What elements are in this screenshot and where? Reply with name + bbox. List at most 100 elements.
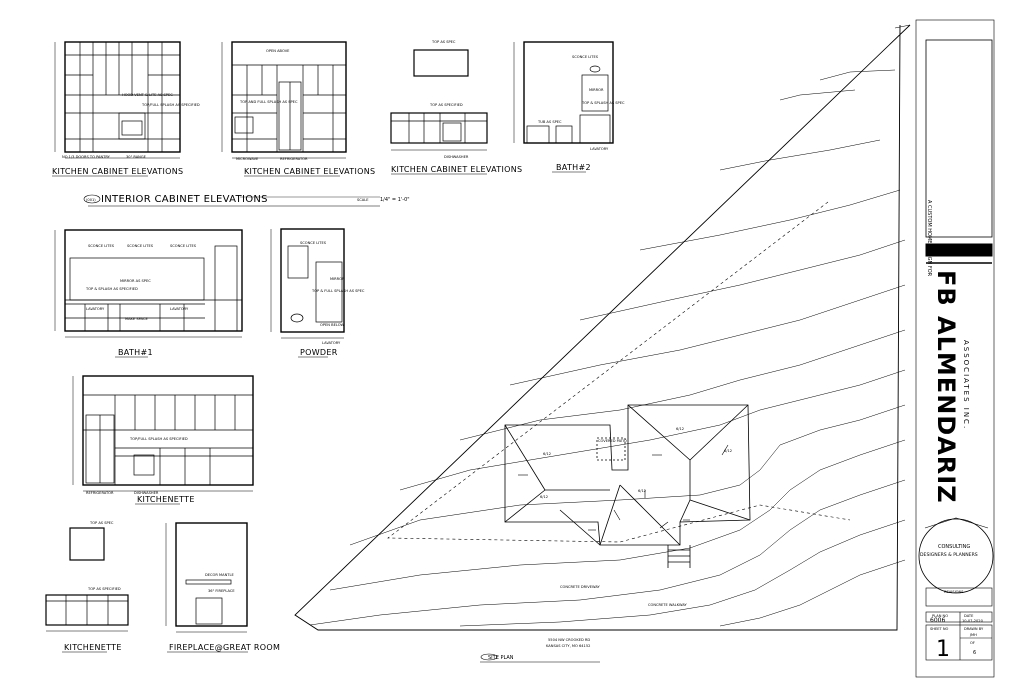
scale-label: SCALE xyxy=(357,198,369,202)
house-footprint xyxy=(504,404,751,568)
kitchen-1-note-hood: HOOD VENT & LITE AS SPEC xyxy=(122,93,173,97)
bath-1-note-mirror: MIRROR AS SPEC xyxy=(120,279,151,283)
bath-1-note-make-space: MAKE SPACE xyxy=(125,317,148,321)
address-line-2: KANSAS CITY, MO 64152 xyxy=(546,644,590,648)
plan-no-value: 6006 xyxy=(930,617,945,624)
revisions-label: REVISIONS xyxy=(944,590,964,594)
section-tag: (001) xyxy=(86,198,96,202)
scale-value: 1/4" = 1'-0" xyxy=(380,197,410,203)
fireplace-title: FIREPLACE@GREAT ROOM xyxy=(169,643,280,652)
pitch-label-1: 6/12 xyxy=(543,452,551,456)
fireplace-note-mantle: DECOR MANTLE xyxy=(205,573,234,577)
kitchenette-2-title: KITCHENETTE xyxy=(64,643,122,652)
pitch-label-5: 6/12 xyxy=(638,489,646,493)
kitchen-3-note-dishwasher: DISHWASHER xyxy=(444,155,469,159)
powder-note-lavatory: LAVATORY xyxy=(322,341,341,345)
bath-1-note-sconce-2: SCONCE LITES xyxy=(127,244,154,248)
drawn-by-value: JMH xyxy=(969,633,977,637)
pitch-arrows xyxy=(518,444,729,531)
kitchenette-1-elevation xyxy=(72,375,254,492)
contour-line xyxy=(349,404,906,546)
project-for-label: A CUSTOM HOME DESIGN FOR xyxy=(926,200,932,277)
kitchen-elevation-1 xyxy=(54,41,181,159)
contour-line xyxy=(719,559,906,627)
covered-patio-label: COVERED PATIO xyxy=(598,439,627,443)
kitchen-elevation-2-title: KITCHEN CABINET ELEVATIONS xyxy=(244,167,375,176)
contour-line xyxy=(579,239,906,321)
designers-planners-label: DESIGNERS & PLANNERS xyxy=(920,552,978,558)
bath-1-note-sconce-1: SCONCE LITES xyxy=(88,244,115,248)
contour-line xyxy=(779,89,856,101)
bath-2-elevation xyxy=(513,41,614,144)
kitchen-elevation-3 xyxy=(390,49,488,151)
bath-1-title: BATH#1 xyxy=(118,348,153,357)
kitchenette-2-note-specified: TOP AS SPECIFIED xyxy=(87,587,121,591)
contour-line xyxy=(329,439,906,591)
drawn-by-label: DRAWN BY xyxy=(964,627,984,631)
kitchenette-2-elevation xyxy=(45,527,129,632)
bath-1-note-sconce-3: SCONCE LITES xyxy=(170,244,197,248)
date-value: 10-07-2020 xyxy=(962,619,984,623)
contour-line xyxy=(509,284,906,386)
kitchen-3-note-specified: TOP AS SPECIFIED xyxy=(429,103,463,107)
kitchen-2-note-splash: TOP AND FULL SPLASH AS SPEC xyxy=(239,100,298,104)
contour-line xyxy=(309,479,906,626)
firm-logo: FB ALMENDARIZ xyxy=(932,270,960,504)
topographic-contours xyxy=(309,69,906,627)
kitchen-3-note-top: TOP AS SPEC xyxy=(431,40,456,44)
bath-2-note-tub: TUB AS SPEC xyxy=(537,120,562,124)
site-plan-title: SITE PLAN xyxy=(488,655,514,661)
bath-1-note-splash: TOP & SPLASH AS SPECIFIED xyxy=(85,287,138,291)
site-plan xyxy=(294,24,911,631)
section-title-block: (001) INTERIOR CABINET ELEVATIONS SCALE … xyxy=(83,194,410,207)
firm-subtitle: ASSOCIATES INC. xyxy=(962,340,970,430)
powder-note-open: OPEN BELOW xyxy=(320,323,345,327)
title-block xyxy=(915,19,995,678)
sheet-no-label: SHEET NO xyxy=(930,627,949,631)
kitchen-elevation-1-title: KITCHEN CABINET ELEVATIONS xyxy=(52,167,183,176)
kitchen-2-note-fridge: REFRIGERATOR xyxy=(280,157,308,161)
section-title: INTERIOR CABINET ELEVATIONS xyxy=(101,194,268,205)
powder-note-sconce: SCONCE LITES xyxy=(300,241,327,245)
powder-elevation xyxy=(270,228,345,339)
bath-2-title: BATH#2 xyxy=(556,163,591,172)
fireplace-elevation xyxy=(165,522,248,633)
contour-line xyxy=(399,369,906,491)
sheet-no-value: 1 xyxy=(936,637,950,662)
kitchen-2-note-open: OPEN ABOVE xyxy=(266,49,290,53)
fireplace-note-fireplace: 36" FIREPLACE xyxy=(208,589,235,593)
kitchen-elevation-3-title: KITCHEN CABINET ELEVATIONS xyxy=(391,165,522,174)
consulting-label: CONSULTING xyxy=(938,544,970,550)
contour-line xyxy=(459,329,906,441)
bath-1-note-lav-2: LAVATORY xyxy=(170,307,189,311)
pitch-label-2: 6/12 xyxy=(676,427,684,431)
bath-2-note-lavatory: LAVATORY xyxy=(590,147,609,151)
walkway-label: CONCRETE WALKWAY xyxy=(648,603,687,607)
bath-2-note-splash: TOP & SPLASH AS SPEC xyxy=(581,101,625,105)
powder-note-splash: TOP & FULL SPLASH AS SPEC xyxy=(311,289,365,293)
bath-2-note-sconce: SCONCE LITES xyxy=(572,55,599,59)
date-label: DATE xyxy=(964,614,974,618)
address-line-1: 5504 NW CROOKED RD xyxy=(548,638,590,642)
kitchenette-1-note-fridge: REFRIGERATOR xyxy=(86,491,114,495)
kitchen-2-note-microwave: MICROWAVE xyxy=(236,157,259,161)
contour-line xyxy=(459,519,906,627)
kitchen-1-note-splash: TOP/FULL SPLASH AS SPECIFIED xyxy=(141,103,200,107)
contour-line xyxy=(819,69,896,81)
contour-line xyxy=(639,189,901,251)
total-sheets-value: 6 xyxy=(973,650,976,656)
powder-note-mirror: MIRROR xyxy=(330,277,345,281)
kitchenette-1-title: KITCHENETTE xyxy=(137,495,195,504)
plan-no-label: PLAN NO xyxy=(932,614,948,618)
kitchenette-1-note-splash: TOP/FULL SPLASH AS SPECIFIED xyxy=(129,437,188,441)
kitchenette-2-note-top: TOP AS SPEC xyxy=(89,521,114,525)
driveway-label: CONCRETE DRIVEWAY xyxy=(560,585,601,589)
powder-title: POWDER xyxy=(300,348,338,357)
contour-line xyxy=(719,139,881,171)
kitchenette-1-note-dw: DISHWASHER xyxy=(134,491,159,495)
pitch-label-4: 6/12 xyxy=(724,449,732,453)
kitchen-1-note-pantry: NO 1/3 DOORS TO PANTRY xyxy=(62,155,111,159)
bath-1-elevation xyxy=(54,229,243,338)
kitchen-elevation-2 xyxy=(221,41,347,159)
